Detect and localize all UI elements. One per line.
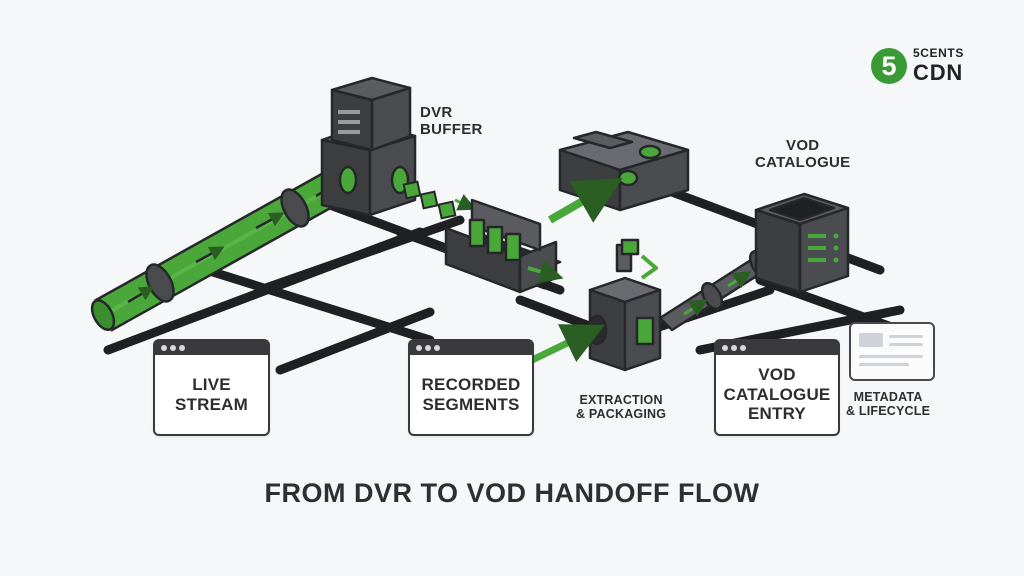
card-title-bar bbox=[155, 341, 268, 355]
metadata-label-line2: & LIFECYCLE bbox=[846, 404, 931, 419]
vod-entry-line3: ENTRY bbox=[747, 404, 806, 424]
window-dot bbox=[731, 345, 737, 351]
live-stream-line2: STREAM bbox=[175, 394, 248, 414]
extraction-label-line1: EXTRACTION bbox=[579, 393, 663, 407]
logo-line1: 5CENTS bbox=[913, 46, 964, 60]
extraction-packaging-label: EXTRACTION & PACKAGING bbox=[576, 393, 666, 422]
recorded-segments-card: RECORDED SEGMENTS bbox=[408, 339, 534, 436]
dvr-buffer-label-line2: BUFFER bbox=[420, 121, 483, 139]
vod-catalogue-label: VOD CATALOGUE bbox=[755, 137, 850, 172]
recorded-segments-line2: SEGMENTS bbox=[422, 394, 520, 414]
text-line bbox=[889, 343, 923, 346]
dvr-buffer-label: DVR BUFFER bbox=[420, 104, 483, 139]
metadata-lifecycle-label: METADATA & LIFECYCLE bbox=[846, 390, 930, 419]
window-dot bbox=[722, 345, 728, 351]
vod-entry-line1: VOD bbox=[758, 365, 796, 385]
card-title-bar bbox=[410, 341, 532, 355]
vod-catalogue-server bbox=[754, 192, 850, 294]
logo-line2: CDN bbox=[913, 60, 964, 85]
window-dot bbox=[740, 345, 746, 351]
live-stream-text: LIVE STREAM bbox=[155, 355, 268, 434]
image-placeholder bbox=[859, 333, 883, 347]
metadata-document-icon bbox=[849, 322, 935, 381]
logo-mark: 5 bbox=[871, 48, 907, 84]
recorded-segments-text: RECORDED SEGMENTS bbox=[410, 355, 532, 434]
text-line bbox=[859, 355, 923, 358]
window-dot bbox=[434, 345, 440, 351]
live-stream-line1: LIVE bbox=[192, 374, 231, 394]
text-line bbox=[859, 363, 909, 366]
recorded-segments-line1: RECORDED bbox=[421, 374, 521, 394]
window-dot bbox=[170, 345, 176, 351]
vod-catalogue-label-line2: CATALOGUE bbox=[755, 154, 851, 172]
live-stream-card: LIVE STREAM bbox=[153, 339, 270, 436]
vod-catalogue-entry-card: VOD CATALOGUE ENTRY bbox=[714, 339, 840, 436]
window-dot bbox=[425, 345, 431, 351]
extraction-label-line2: & PACKAGING bbox=[576, 407, 667, 422]
metadata-label-line1: METADATA bbox=[853, 390, 923, 404]
vod-catalogue-entry-text: VOD CATALOGUE ENTRY bbox=[716, 355, 838, 434]
brand-logo: 5 5CENTS CDN bbox=[871, 46, 981, 88]
vod-catalogue-label-line1: VOD bbox=[786, 137, 820, 154]
dvr-buffer-label-line1: DVR bbox=[420, 104, 453, 121]
window-dot bbox=[179, 345, 185, 351]
upper-storage-unit bbox=[548, 130, 690, 224]
vod-entry-line2: CATALOGUE bbox=[723, 384, 831, 404]
segment-rack bbox=[438, 198, 564, 294]
card-title-bar bbox=[716, 341, 838, 355]
window-dot bbox=[416, 345, 422, 351]
segment-cubes bbox=[402, 180, 477, 220]
dvr-buffer-server bbox=[320, 76, 417, 217]
diagram-title: FROM DVR TO VOD HANDOFF FLOW bbox=[264, 478, 760, 508]
extraction-packaging-module bbox=[526, 238, 772, 372]
text-line bbox=[889, 335, 923, 338]
window-dot bbox=[161, 345, 167, 351]
